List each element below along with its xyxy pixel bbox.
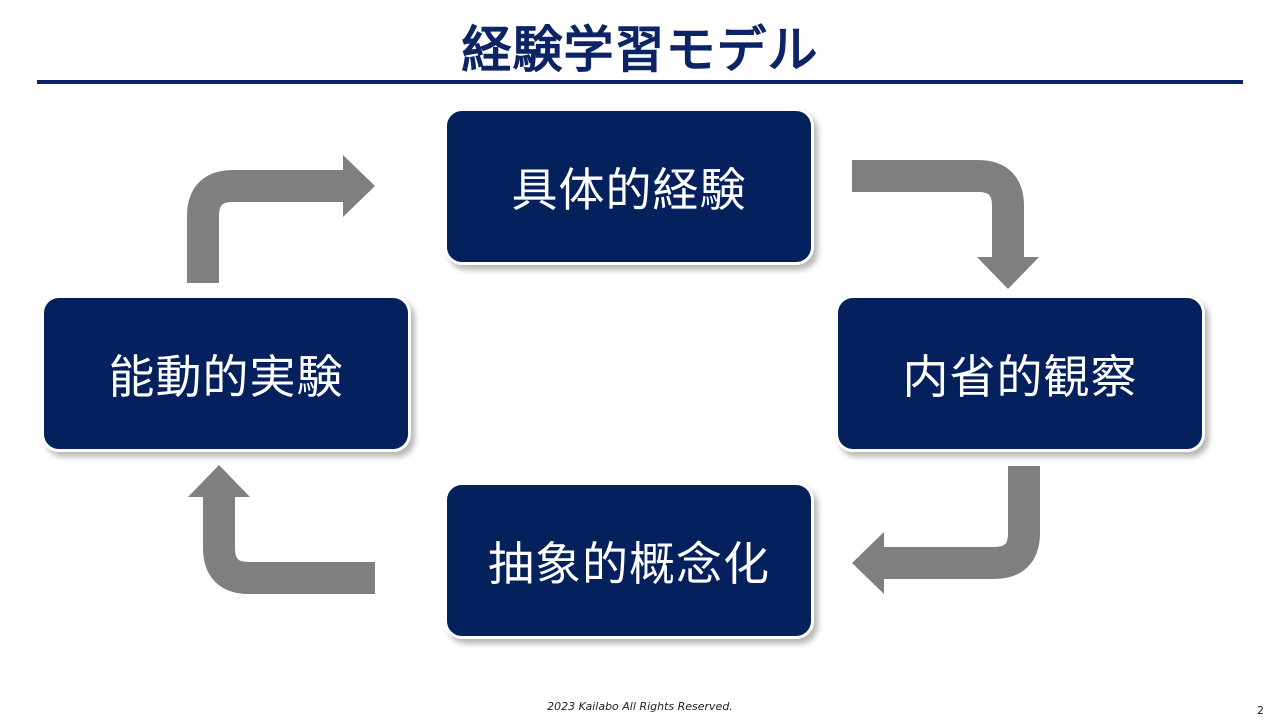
slide-title: 経験学習モデル: [461, 21, 819, 79]
stage-box-abstract-conceptualization: 抽象的概念化: [444, 482, 814, 639]
stage-box-concrete-experience: 具体的経験: [444, 108, 814, 265]
stage-label: 能動的実験: [108, 349, 344, 404]
page-number: 2: [1257, 704, 1264, 717]
stage-label: 抽象的概念化: [488, 536, 770, 591]
copyright-footer: 2023 Kailabo All Rights Reserved.: [547, 700, 733, 713]
arrow-active-to-concrete: [187, 155, 375, 283]
arrow-abstract-to-active: [188, 465, 375, 594]
title-underline: [37, 80, 1243, 84]
arrow-concrete-to-reflective: [852, 160, 1039, 289]
stage-label: 具体的経験: [511, 162, 747, 217]
stage-box-reflective-observation: 内省的観察: [835, 295, 1205, 452]
stage-label: 内省的観察: [902, 349, 1138, 404]
arrow-reflective-to-abstract: [852, 466, 1040, 594]
stage-box-active-experimentation: 能動的実験: [41, 295, 411, 452]
